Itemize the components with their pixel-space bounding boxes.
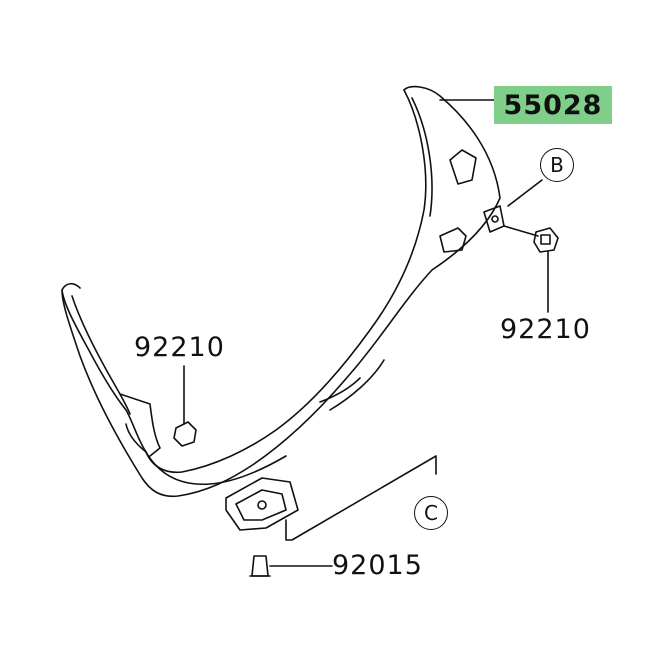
part-number-clip-right[interactable]: 92210 bbox=[500, 314, 591, 345]
part-number-clip-left[interactable]: 92210 bbox=[134, 332, 225, 363]
cowl-left-wing-inner bbox=[71, 295, 131, 415]
callout-b: B bbox=[540, 148, 574, 182]
right-clip-center bbox=[540, 234, 551, 245]
callout-c: C bbox=[414, 496, 448, 530]
bottom-bracket-inner bbox=[235, 489, 287, 521]
right-mount-hole bbox=[491, 215, 499, 223]
right-clip bbox=[533, 227, 559, 253]
bolt bbox=[251, 555, 269, 577]
leader-right-clip bbox=[503, 225, 549, 313]
bracket-hole bbox=[257, 500, 267, 510]
cowl-bottom-edge bbox=[145, 451, 287, 486]
cowl-inner-edge bbox=[145, 89, 427, 474]
cowl-left-wing bbox=[61, 289, 147, 453]
cowl-ridge-2 bbox=[319, 377, 361, 403]
cowl-ridge bbox=[329, 359, 385, 411]
cowl-left-flange bbox=[119, 393, 161, 457]
left-clip bbox=[173, 421, 197, 447]
cowl-decal-upper bbox=[449, 149, 477, 185]
cowl-left-fold bbox=[125, 423, 147, 453]
cowl-part-outline bbox=[61, 85, 501, 498]
cowl-decal-lower bbox=[439, 227, 467, 253]
part-number-bolt[interactable]: 92015 bbox=[332, 550, 423, 581]
leader-callout-c bbox=[285, 455, 437, 541]
leader-callout-b bbox=[507, 179, 543, 207]
bottom-bracket bbox=[225, 477, 299, 531]
cowl-inner-rim bbox=[411, 97, 433, 217]
part-number-main[interactable]: 55028 bbox=[494, 86, 612, 124]
